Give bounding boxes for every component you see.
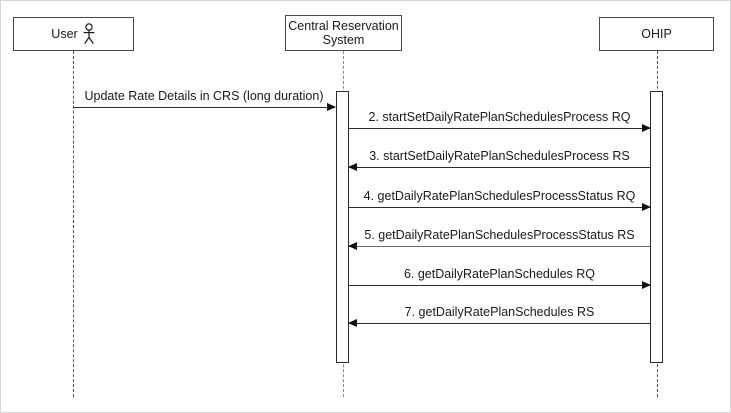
arrowhead-right-icon — [642, 202, 651, 211]
arrowhead-right-icon — [642, 123, 651, 132]
arrowhead-left-icon — [348, 241, 357, 250]
lifeline-box-user[interactable]: User — [13, 17, 134, 51]
message-line-6 — [349, 285, 650, 286]
message-line-2 — [349, 128, 650, 129]
message-label-1: Update Rate Details in CRS (long duratio… — [84, 89, 324, 103]
arrowhead-right-icon — [642, 280, 651, 289]
lifeline-user — [73, 51, 74, 397]
message-label-3: 3. startSetDailyRatePlanSchedulesProcess… — [369, 149, 630, 163]
message-label-6: 6. getDailyRatePlanSchedules RQ — [403, 267, 596, 281]
message-label-2: 2. startSetDailyRatePlanSchedulesProcess… — [368, 110, 631, 124]
message-label-4: 4. getDailyRatePlanSchedulesProcessStatu… — [363, 189, 636, 203]
message-line-1 — [73, 107, 335, 108]
message-line-7 — [349, 323, 650, 324]
lifeline-box-ohip[interactable]: OHIP — [599, 17, 714, 51]
message-line-3 — [349, 167, 650, 168]
lifeline-box-crs[interactable]: Central Reservation System — [285, 15, 402, 51]
message-line-4 — [349, 207, 650, 208]
actor-row-user: User — [51, 23, 95, 45]
lifeline-label-user: User — [51, 27, 78, 41]
message-label-7: 7. getDailyRatePlanSchedules RS — [404, 305, 595, 319]
activation-bar-crs[interactable] — [336, 91, 349, 363]
message-line-5 — [349, 246, 650, 247]
arrowhead-left-icon — [348, 162, 357, 171]
lifeline-label-ohip: OHIP — [641, 27, 672, 41]
arrowhead-right-icon — [327, 102, 336, 111]
message-label-5: 5. getDailyRatePlanSchedulesProcessStatu… — [364, 228, 635, 242]
actor-stick-figure-icon — [83, 23, 95, 44]
lifeline-label-crs: Central Reservation System — [288, 19, 399, 47]
arrowhead-left-icon — [348, 318, 357, 327]
activation-bar-ohip[interactable] — [650, 91, 663, 363]
